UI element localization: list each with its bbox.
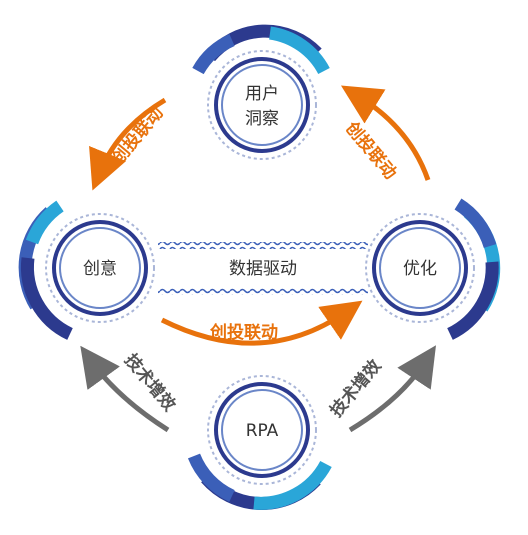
node-rpa-label: RPA bbox=[246, 421, 279, 441]
arrow-middle: 创投联动 bbox=[160, 300, 363, 346]
data-driven-band: 数据驱动 bbox=[158, 242, 368, 295]
node-creative: 创意 bbox=[18, 200, 155, 340]
arrow-bottom-left-label: 技术增效 bbox=[120, 350, 180, 416]
arrow-top-right-label: 创投联动 bbox=[341, 117, 401, 183]
node-rpa: RPA bbox=[187, 375, 332, 510]
node-optimize: 优化 bbox=[365, 198, 501, 340]
node-user-insight-line2: 洞察 bbox=[245, 109, 279, 129]
arrow-middle-label: 创投联动 bbox=[209, 322, 278, 343]
arrow-bottom-left: 技术增效 bbox=[80, 345, 180, 433]
arrow-bottom-right: 技术增效 bbox=[326, 345, 436, 433]
node-creative-label: 创意 bbox=[83, 259, 117, 279]
band-label: 数据驱动 bbox=[229, 259, 297, 279]
arrow-top-left-label: 创投联动 bbox=[107, 103, 167, 169]
node-user-insight: 用户 洞察 bbox=[192, 24, 330, 160]
arrow-top-right: 创投联动 bbox=[341, 85, 431, 183]
arrow-top-left: 创投联动 bbox=[89, 97, 168, 191]
node-user-insight-line1: 用户 bbox=[245, 84, 279, 104]
node-optimize-label: 优化 bbox=[403, 259, 437, 279]
